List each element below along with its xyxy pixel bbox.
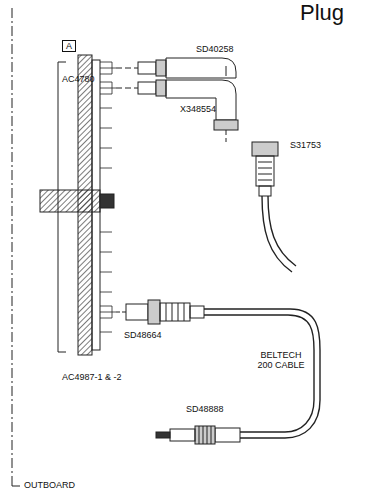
part-number: S31753 bbox=[290, 140, 321, 150]
part-number: X348554 bbox=[180, 104, 216, 114]
part-number: SD48888 bbox=[186, 404, 224, 414]
part-number: SD40258 bbox=[196, 44, 234, 54]
title: Plug bbox=[300, 0, 344, 25]
part-number: AC4987-1 & -2 bbox=[62, 372, 122, 382]
reference-label: OUTBOARD bbox=[24, 480, 75, 490]
cable-label: BELTECH 200 CABLE bbox=[256, 350, 306, 371]
view-marker: A bbox=[62, 40, 76, 52]
part-number: SD48664 bbox=[124, 330, 162, 340]
part-number: AC4780 bbox=[62, 74, 95, 84]
